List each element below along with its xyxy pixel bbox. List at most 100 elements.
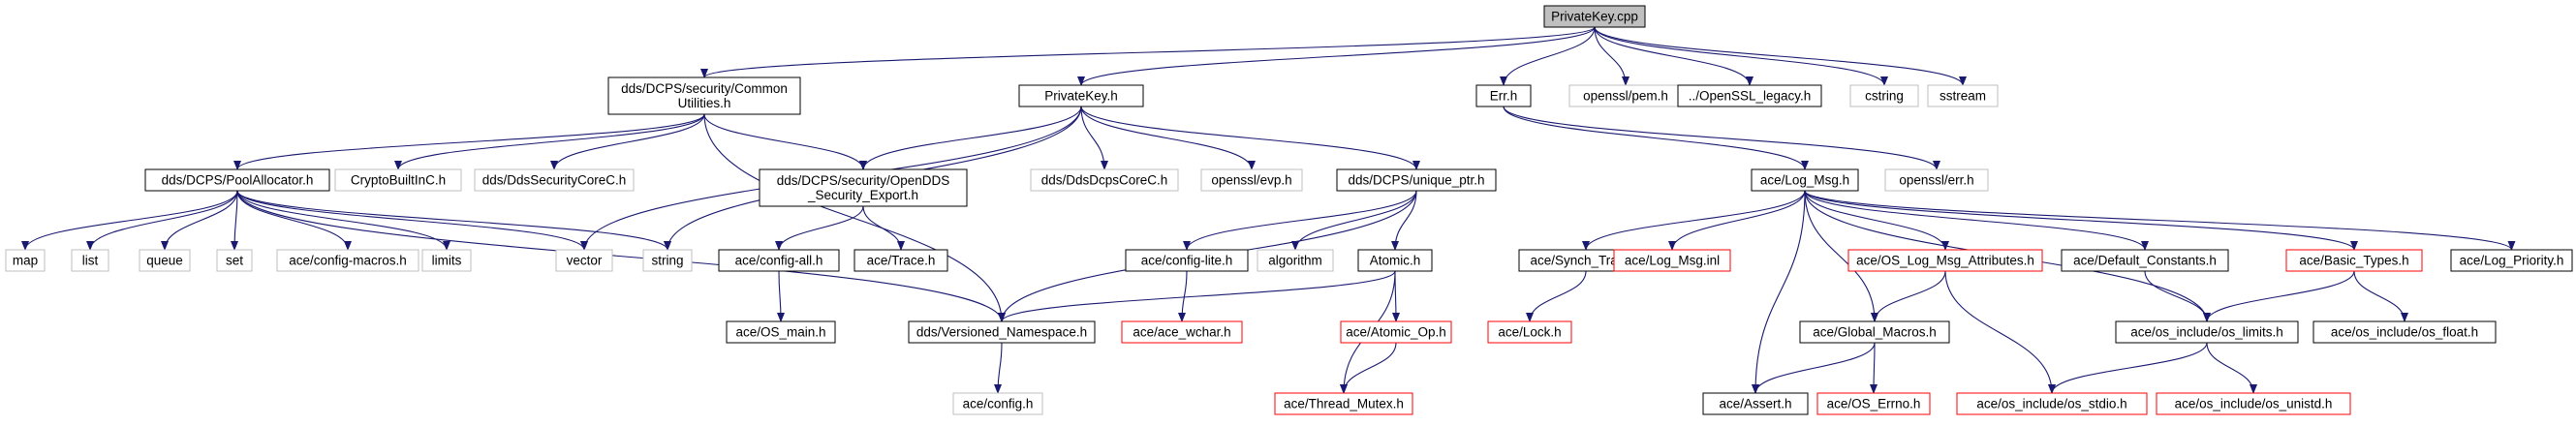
- edge-unique_ptr-to-config_lite: [1183, 190, 1417, 251]
- node-label: ace/config-macros.h: [289, 254, 407, 268]
- node-box: [1200, 168, 1303, 192]
- node-set[interactable]: set: [216, 249, 253, 272]
- node-label: ace/config.h: [963, 397, 1034, 411]
- node-atomic_op[interactable]: ace/Atomic_Op.h: [1340, 320, 1452, 344]
- node-label: ace/Trace.h: [867, 254, 936, 268]
- node-box: [759, 168, 968, 207]
- node-label: ace/Basic_Types.h: [2299, 254, 2408, 268]
- edge-os_log_msg_attributes-to-os_stdio: [1944, 270, 2056, 394]
- node-label: queue: [146, 254, 183, 268]
- node-label: _Security_Export.h: [807, 188, 918, 202]
- edge-privatekey_h-to-openssl_evp: [1080, 106, 1256, 170]
- node-os_errno[interactable]: ace/OS_Errno.h: [1816, 392, 1931, 415]
- node-unique_ptr[interactable]: dds/DCPS/unique_ptr.h: [1336, 168, 1497, 192]
- node-label: ace/os_include/os_stdio.h: [1976, 397, 2126, 411]
- node-dds_security_core[interactable]: dds/DdsSecurityCoreC.h: [474, 168, 635, 192]
- edge-pool_allocator-to-limits: [236, 190, 450, 251]
- node-list[interactable]: list: [71, 249, 109, 272]
- node-pool_allocator[interactable]: dds/DCPS/PoolAllocator.h: [144, 168, 330, 192]
- node-os_limits[interactable]: ace/os_include/os_limits.h: [2115, 320, 2299, 344]
- edge-log_msg-to-default_constants: [1804, 190, 2149, 251]
- edge-common_utilities-to-opendds_security_export: [703, 113, 867, 170]
- node-os_log_msg_attributes[interactable]: ace/OS_Log_Msg_Attributes.h: [1847, 249, 2043, 272]
- node-box: [1927, 84, 1999, 107]
- node-label: set: [226, 254, 243, 268]
- edge-log_msg-to-assert_h: [1752, 190, 1806, 394]
- node-box: [71, 249, 109, 272]
- node-algorithm[interactable]: algorithm: [1257, 249, 1334, 272]
- edge-pool_allocator-to-vector: [236, 190, 588, 251]
- node-assert_h[interactable]: ace/Assert.h: [1702, 392, 1809, 415]
- node-os_main[interactable]: ace/OS_main.h: [726, 320, 836, 344]
- node-ace_wchar[interactable]: ace/ace_wchar.h: [1121, 320, 1243, 344]
- node-thread_mutex[interactable]: ace/Thread_Mutex.h: [1274, 392, 1413, 415]
- edge-log_msg-to-synch_traits: [1582, 190, 1806, 251]
- node-box: [2450, 249, 2573, 272]
- node-box: [1816, 392, 1931, 415]
- node-atomic_h[interactable]: Atomic.h: [1357, 249, 1433, 272]
- node-privatekey_cpp[interactable]: PrivateKey.cpp: [1543, 5, 1646, 28]
- node-box: [5, 249, 46, 272]
- node-box: [1018, 84, 1144, 107]
- node-cstring[interactable]: cstring: [1849, 84, 1919, 107]
- node-box: [1956, 392, 2148, 415]
- edge-os_limits-to-os_unistd: [2206, 342, 2257, 394]
- edge-pool_allocator-to-set: [231, 190, 239, 251]
- edge-basic_types-to-os_float: [2353, 270, 2408, 322]
- node-config_all[interactable]: ace/config-all.h: [718, 249, 840, 272]
- edge-pool_allocator-to-map: [21, 190, 238, 251]
- edge-pool_allocator-to-versioned_namespace: [236, 190, 1006, 322]
- node-openssl_pem[interactable]: openssl/pem.h: [1568, 84, 1683, 107]
- edge-opendds_security_export-to-trace_h: [862, 205, 905, 251]
- node-os_unistd[interactable]: ace/os_include/os_unistd.h: [2156, 392, 2351, 415]
- node-limits[interactable]: limits: [421, 249, 472, 272]
- node-basic_types[interactable]: ace/Basic_Types.h: [2285, 249, 2423, 272]
- node-label: dds/DCPS/PoolAllocator.h: [162, 173, 314, 188]
- node-vector[interactable]: vector: [555, 249, 613, 272]
- node-config_macros[interactable]: ace/config-macros.h: [276, 249, 419, 272]
- node-versioned_namespace[interactable]: dds/Versioned_Namespace.h: [908, 320, 1096, 344]
- node-box: [1884, 168, 1989, 192]
- node-log_msg_inl[interactable]: ace/Log_Msg.inl: [1613, 249, 1731, 272]
- node-trace_h[interactable]: ace/Trace.h: [853, 249, 948, 272]
- node-dds_dcps_core[interactable]: dds/DdsDcpsCoreC.h: [1030, 168, 1179, 192]
- node-openssl_legacy[interactable]: ../OpenSSL_legacy.h: [1677, 84, 1822, 107]
- node-log_priority[interactable]: ace/Log_Priority.h: [2450, 249, 2573, 272]
- node-box: [1702, 392, 1809, 415]
- node-map[interactable]: map: [5, 249, 46, 272]
- node-crypto_builtin[interactable]: CryptoBuiltInC.h: [334, 168, 462, 192]
- edge-opendds_security_export-to-config_all: [775, 205, 864, 251]
- node-os_float[interactable]: ace/os_include/os_float.h: [2312, 320, 2497, 344]
- node-default_constants[interactable]: ace/Default_Constants.h: [2061, 249, 2229, 272]
- node-global_macros[interactable]: ace/Global_Macros.h: [1799, 320, 1950, 344]
- edge-unique_ptr-to-algorithm: [1291, 190, 1417, 251]
- node-label: ace/config-all.h: [735, 254, 823, 268]
- node-label: ace/os_include/os_float.h: [2331, 325, 2478, 340]
- node-os_stdio[interactable]: ace/os_include/os_stdio.h: [1956, 392, 2148, 415]
- node-log_msg[interactable]: ace/Log_Msg.h: [1751, 168, 1859, 192]
- node-box: [853, 249, 948, 272]
- node-config_lite[interactable]: ace/config-lite.h: [1125, 249, 1249, 272]
- node-label: ace/Thread_Mutex.h: [1284, 397, 1404, 411]
- edge-global_macros-to-os_errno: [1870, 342, 1878, 394]
- node-box: [718, 249, 840, 272]
- node-config_h[interactable]: ace/config.h: [952, 392, 1043, 415]
- node-string[interactable]: string: [642, 249, 693, 272]
- node-err_h[interactable]: Err.h: [1475, 84, 1532, 107]
- node-box: [607, 76, 801, 115]
- node-box: [642, 249, 693, 272]
- node-openssl_evp[interactable]: openssl/evp.h: [1200, 168, 1303, 192]
- node-box: [2285, 249, 2423, 272]
- node-opendds_security_export[interactable]: dds/DCPS/security/OpenDDS_Security_Expor…: [759, 168, 968, 207]
- node-queue[interactable]: queue: [139, 249, 191, 272]
- edge-privatekey_cpp-to-common_utilities: [700, 26, 1596, 78]
- node-sstream[interactable]: sstream: [1927, 84, 1999, 107]
- node-box: [1487, 320, 1572, 344]
- node-openssl_err[interactable]: openssl/err.h: [1884, 168, 1989, 192]
- node-privatekey_h[interactable]: PrivateKey.h: [1018, 84, 1144, 107]
- node-lock_h[interactable]: ace/Lock.h: [1487, 320, 1572, 344]
- node-label: ace/Default_Constants.h: [2073, 254, 2217, 268]
- node-box: [1121, 320, 1243, 344]
